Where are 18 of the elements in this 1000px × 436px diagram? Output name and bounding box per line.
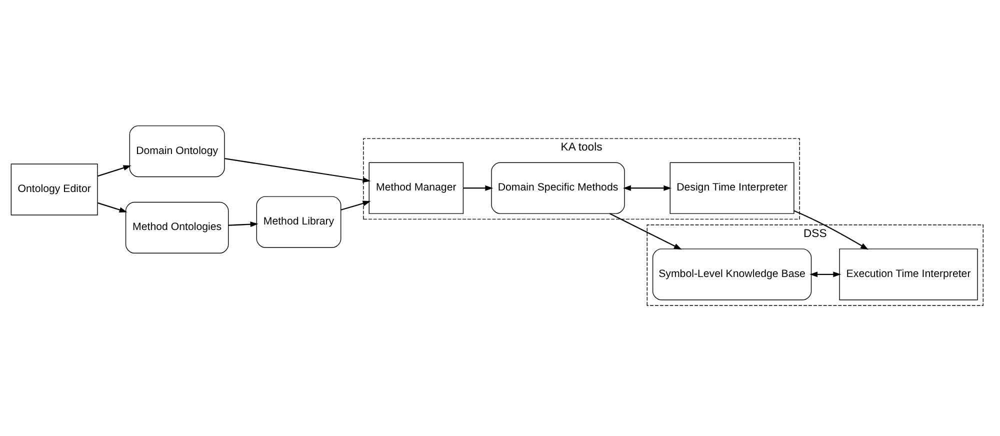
node-box: Method Ontologies — [125, 201, 229, 254]
arrow — [98, 164, 132, 176]
node-box: Symbol-Level Knowledge Base — [652, 248, 812, 300]
node-box: Execution Time Interpreter — [839, 248, 978, 300]
arrow — [224, 158, 371, 182]
arrow — [794, 210, 868, 250]
node-box: Design Time Interpreter — [670, 162, 794, 214]
node-box: Domain Ontology — [129, 124, 225, 177]
node-box: Ontology Editor — [10, 163, 98, 215]
arrow — [340, 200, 371, 210]
arrow — [98, 202, 128, 212]
arrow — [463, 184, 494, 190]
arrow — [623, 184, 672, 190]
arrow — [228, 221, 258, 227]
node-box: Domain Specific Methods — [491, 162, 625, 214]
node-box: Method Library — [256, 196, 342, 248]
node-box: Method Manager — [368, 162, 464, 214]
arrow — [810, 271, 842, 277]
